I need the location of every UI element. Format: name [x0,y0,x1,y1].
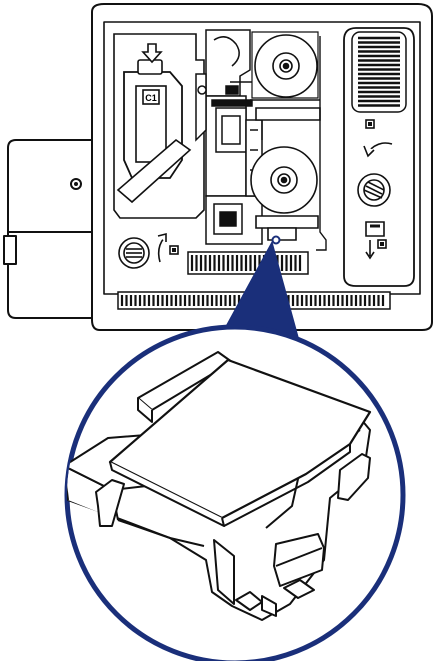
down-arrow-icon [141,43,163,64]
knob-icon [118,237,150,269]
upper-ribbon-roll [251,31,319,99]
lower-ribbon-roll [250,107,321,241]
right-vent-grille [351,31,407,113]
cartridge-bay: C1 [113,33,205,219]
cartridge-tag-box [142,89,160,105]
side-door [7,139,93,319]
card [108,358,372,527]
roll-frame [250,36,327,251]
right-knob-icon [357,119,393,260]
print-mechanism [195,29,263,245]
rotate-arrow-icon [157,232,179,263]
cartridge-tag: C1 [145,93,157,103]
lower-vent-grille [187,251,309,275]
